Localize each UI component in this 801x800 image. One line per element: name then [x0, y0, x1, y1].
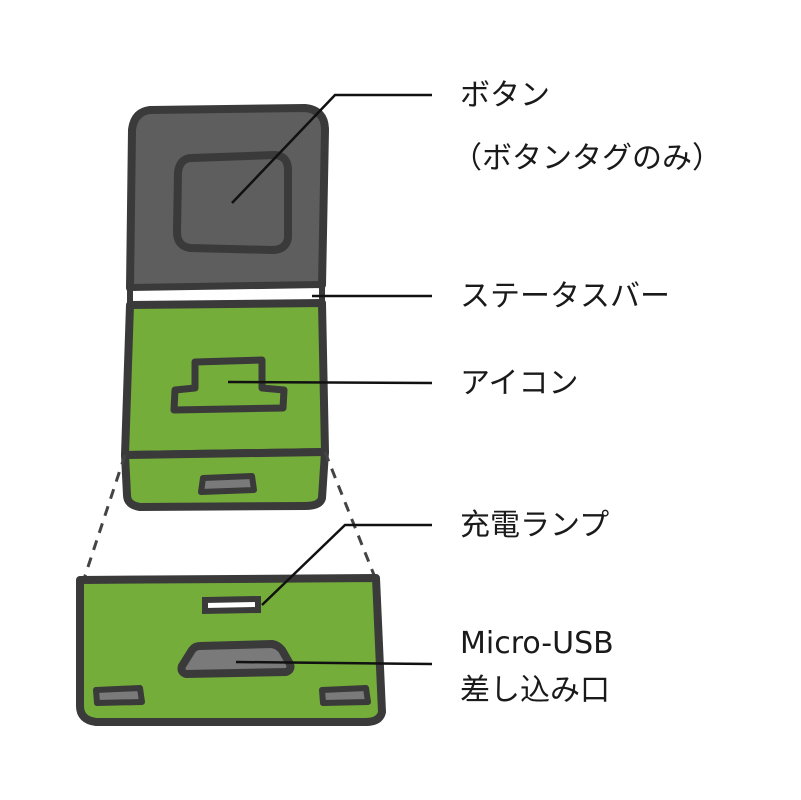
leader-line-icon: [227, 380, 433, 385]
leader-line-charge-lamp: [261, 523, 432, 606]
label-status-bar: ステータスバー: [460, 279, 670, 314]
icon-symbol: [170, 356, 288, 414]
charge-lamp-slot: [202, 595, 261, 615]
right-foot: [319, 685, 371, 706]
label-icon: アイコン: [460, 366, 579, 401]
label-button: ボタン: [460, 78, 550, 113]
label-button-note: （ボタンタグのみ）: [452, 141, 722, 176]
leader-line-micro-usb: [235, 660, 433, 666]
label-micro-usb-line1: Micro-USB: [460, 626, 614, 661]
label-charge-lamp: 充電ランプ: [460, 508, 610, 543]
zoom-line-left: [80, 454, 127, 586]
left-foot: [93, 685, 145, 706]
micro-usb-port: [177, 640, 295, 678]
label-micro-usb-line2: 差し込み口: [460, 673, 610, 708]
device-small-port: [198, 473, 257, 495]
leader-line-button: [231, 93, 432, 204]
zoom-line-right: [323, 451, 380, 586]
